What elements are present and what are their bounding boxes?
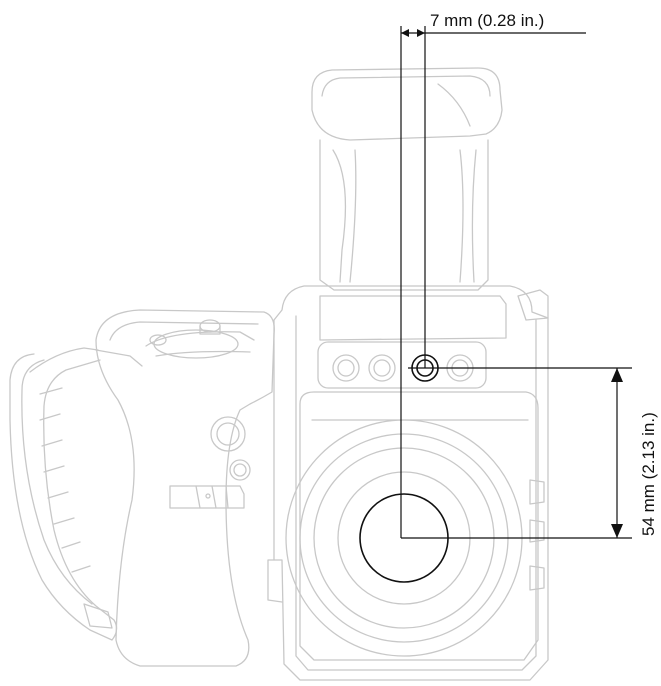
horizontal-dimension-arrow bbox=[401, 29, 586, 37]
horizontal-dimension-label: 7 mm (0.28 in.) bbox=[430, 11, 544, 30]
hand-grip bbox=[95, 309, 275, 667]
camera-body bbox=[273, 285, 549, 681]
side-knob bbox=[517, 289, 549, 321]
viewfinder-eyecup bbox=[311, 67, 503, 141]
viewfinder-barrel bbox=[319, 139, 489, 291]
wrist-strap bbox=[9, 347, 143, 641]
vertical-dimension-arrow bbox=[611, 368, 623, 538]
vertical-dimension-label: 54 mm (2.13 in.) bbox=[639, 412, 658, 536]
side-buttons bbox=[529, 479, 545, 591]
camera-outline bbox=[9, 67, 549, 681]
grip-buttons bbox=[169, 416, 251, 509]
dimension-overlay: 7 mm (0.28 in.) 54 mm (2.13 in.) bbox=[359, 11, 658, 583]
